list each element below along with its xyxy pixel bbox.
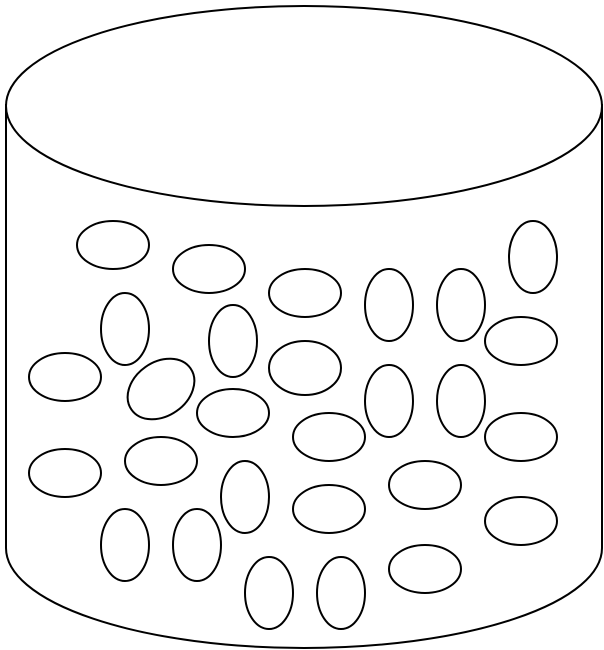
- oval-18: [125, 437, 197, 485]
- oval-19: [29, 449, 101, 497]
- oval-8: [209, 305, 257, 377]
- oval-15: [437, 365, 485, 437]
- oval-7: [101, 293, 149, 365]
- oval-13: [197, 389, 269, 437]
- oval-2: [173, 245, 245, 293]
- oval-9: [269, 341, 341, 395]
- oval-16: [293, 413, 365, 461]
- oval-24: [101, 509, 149, 581]
- oval-4: [365, 269, 413, 341]
- oval-25: [173, 509, 221, 581]
- oval-26: [245, 557, 293, 629]
- oval-6: [509, 221, 557, 293]
- oval-17: [485, 413, 557, 461]
- oval-23: [485, 497, 557, 545]
- oval-10: [485, 317, 557, 365]
- oval-1: [77, 221, 149, 269]
- oval-11: [29, 353, 101, 401]
- oval-20: [221, 461, 269, 533]
- oval-21: [389, 461, 461, 509]
- cylinder-top: [6, 6, 602, 206]
- oval-28: [389, 545, 461, 593]
- oval-22: [293, 485, 365, 533]
- oval-3: [269, 269, 341, 317]
- oval-5: [437, 269, 485, 341]
- oval-14: [365, 365, 413, 437]
- oval-27: [317, 557, 365, 629]
